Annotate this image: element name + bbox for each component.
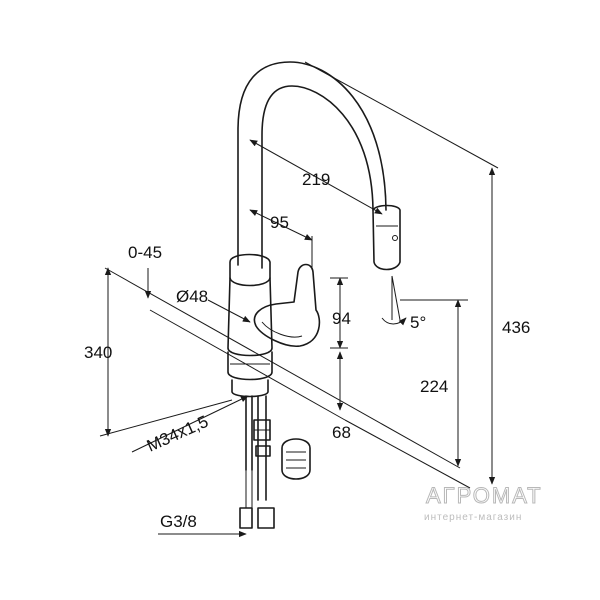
lever-handle xyxy=(253,263,321,347)
spray-head xyxy=(372,204,401,271)
label-diameter: Ø48 xyxy=(176,287,208,306)
ext-line-deck xyxy=(149,309,346,421)
mounting-nut xyxy=(253,419,271,441)
base-plate xyxy=(231,379,269,398)
base-ring xyxy=(227,351,273,381)
watermark: АГРОМАТ интернет-магазин xyxy=(424,483,543,524)
label-thread: M34x1,5 xyxy=(144,412,211,456)
ext-line-base xyxy=(104,267,461,469)
dim-line-95 xyxy=(249,209,313,241)
fitting-right xyxy=(257,507,275,529)
dimensions xyxy=(99,61,499,538)
label-outlet-height: 224 xyxy=(420,377,448,396)
label-reach: 219 xyxy=(302,170,330,189)
spout-collar xyxy=(229,253,271,287)
hose-weight xyxy=(281,438,311,480)
ext-line-340-bottom xyxy=(99,399,233,437)
ext-line-top xyxy=(304,61,499,169)
dimension-labels: 219 95 0-45 Ø48 94 436 224 340 5° 68 M34… xyxy=(84,170,530,531)
label-spray-angle: 5° xyxy=(410,313,426,332)
dim-line-diameter xyxy=(207,299,251,323)
leader-thread xyxy=(131,395,249,453)
faucet xyxy=(227,61,401,529)
handle-edge xyxy=(261,321,303,338)
label-total-height: 436 xyxy=(502,318,530,337)
watermark-tagline: интернет-магазин xyxy=(424,512,522,523)
label-tap-height: 340 xyxy=(84,343,112,362)
label-handle-offset: 95 xyxy=(270,213,289,232)
fitting-left xyxy=(239,507,253,529)
angle-arc xyxy=(381,317,407,326)
mixer-body xyxy=(227,277,273,357)
watermark-brand: АГРОМАТ xyxy=(426,483,543,508)
label-connection: G3/8 xyxy=(160,512,197,531)
spout xyxy=(237,61,387,266)
label-swivel: 0-45 xyxy=(128,243,162,262)
label-handle-height: 94 xyxy=(332,309,351,328)
ext-line-deck-2 xyxy=(344,419,471,489)
dim-line-219 xyxy=(249,139,383,215)
label-deck-thickness: 68 xyxy=(332,423,351,442)
spray-button xyxy=(392,235,398,241)
washer xyxy=(255,445,271,457)
spray-angle-line xyxy=(391,275,401,321)
